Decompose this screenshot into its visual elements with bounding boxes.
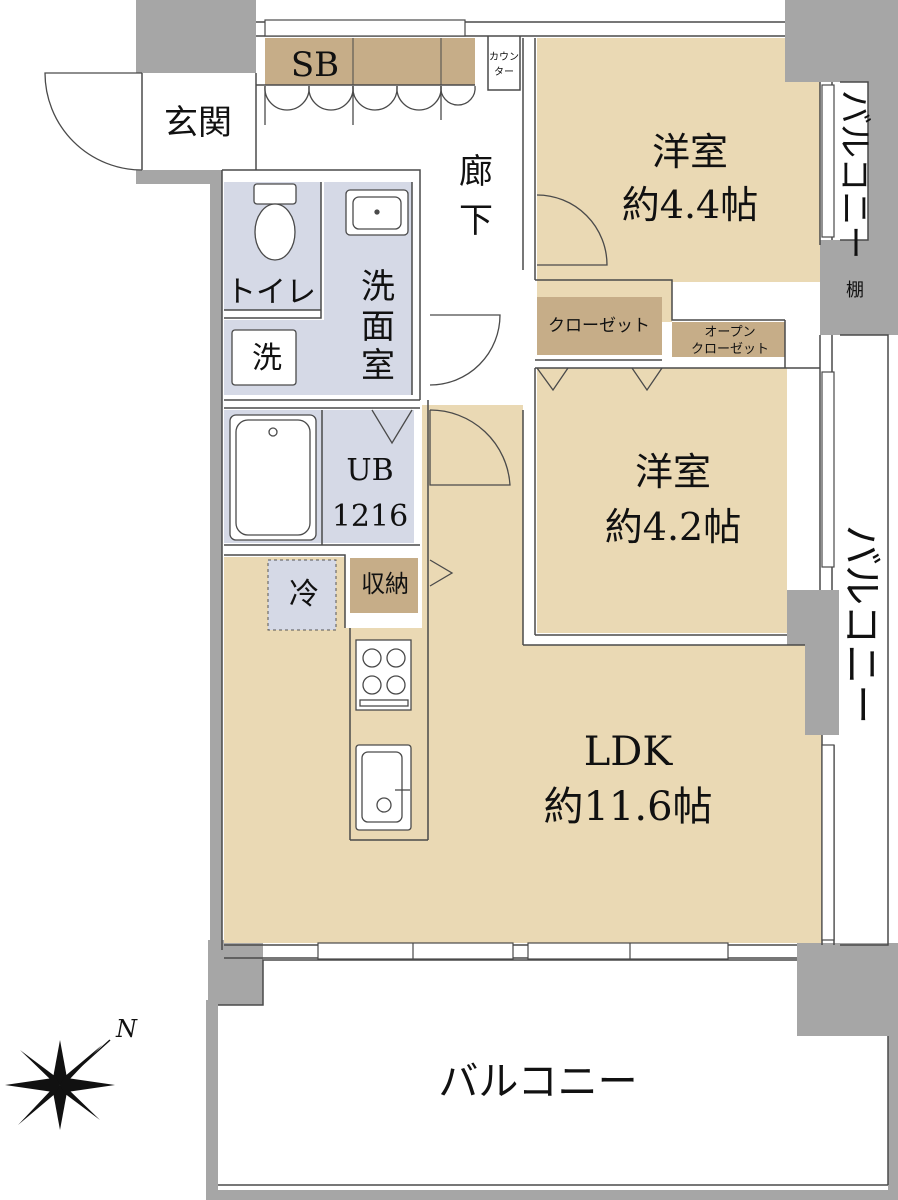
- fixtures: [229, 183, 412, 831]
- ub-door: [371, 409, 413, 445]
- toilet-tank: [253, 183, 297, 205]
- label-balcony-right: バルコニー: [838, 525, 884, 724]
- label-youshitsu1-name: 洋室: [652, 130, 728, 174]
- label-ub-1: UB: [346, 453, 393, 488]
- label-roka-1: 廊: [459, 152, 493, 192]
- label-senmen-3: 室: [361, 346, 395, 386]
- label-ldk-name: LDK: [584, 729, 674, 775]
- label-youshitsu2-name: 洋室: [635, 450, 711, 494]
- closet-door-a: [536, 367, 569, 392]
- label-counter-2: ター: [494, 66, 514, 78]
- fridge-fill: [267, 559, 337, 631]
- sb-door-3: [352, 85, 398, 111]
- pillar-bottom-right: [797, 943, 898, 1036]
- sb-fill: [265, 38, 475, 85]
- pillar-entrance: [136, 0, 256, 73]
- closet-fill: [537, 297, 662, 355]
- label-ldk-size: 約11.6帖: [543, 784, 712, 830]
- wall-bottom-balcony: [206, 1190, 898, 1200]
- label-open-closet-2: クローゼット: [691, 342, 769, 357]
- youshitsu1-fill: [537, 38, 820, 322]
- sb-door-5: [440, 85, 476, 106]
- label-counter-1: カウン: [489, 51, 519, 63]
- label-balcony-bottom: バルコニー: [438, 1059, 637, 1105]
- wall-left-balcony: [206, 1000, 218, 1195]
- label-senmen-2: 面: [361, 307, 395, 347]
- label-balcony-top: バルコニー: [834, 90, 874, 259]
- entrance-door: [44, 72, 143, 171]
- doors: [44, 72, 663, 587]
- label-toilet: トイレ: [226, 275, 316, 310]
- washer-pan: [231, 329, 297, 386]
- sb-door-4: [396, 85, 442, 111]
- open-closet-fill: [672, 322, 785, 357]
- ldk-door: [429, 409, 511, 486]
- sb-door-2: [308, 85, 354, 111]
- toilet-bowl: [254, 203, 296, 261]
- wall-right-balcony: [888, 1030, 898, 1195]
- shuno-door: [429, 559, 454, 587]
- sb-dividers: [352, 38, 442, 85]
- sb-door-1: [264, 85, 310, 111]
- pillar-top-right: [785, 0, 898, 82]
- windows: [264, 19, 835, 960]
- label-roka-2: 下: [459, 201, 493, 241]
- youshitsu2-fill: [537, 368, 787, 633]
- label-washer: 洗: [252, 341, 282, 376]
- compass-icon: N: [5, 1015, 138, 1130]
- label-genkan: 玄関: [164, 103, 232, 143]
- label-ub-2: 1216: [332, 499, 408, 534]
- wall-entrance-bottom: [136, 170, 222, 184]
- compass-n-label: N: [115, 1015, 138, 1043]
- wall-top-right-end: [868, 82, 898, 240]
- label-tana: 棚: [846, 280, 864, 301]
- label-shuno: 収納: [361, 570, 409, 598]
- wall-left-main: [210, 170, 222, 960]
- youshitsu1-door: [536, 194, 608, 266]
- label-open-closet-1: オープン: [704, 325, 755, 340]
- room-labels: 玄関 SB カウン ター 廊 下 洋室 約4.4帖 洋室 約4.2帖 トイレ 洗…: [164, 45, 884, 1105]
- senmen-door: [429, 314, 501, 386]
- label-senmen-1: 洗: [361, 267, 395, 307]
- label-sb: SB: [291, 45, 339, 85]
- pillar-mid-right: [820, 240, 898, 335]
- closet-door-b: [631, 367, 663, 392]
- label-fridge: 冷: [289, 577, 319, 612]
- shuno-fill: [350, 558, 418, 613]
- label-youshitsu1-size: 約4.4帖: [622, 183, 758, 227]
- label-youshitsu2-size: 約4.2帖: [605, 505, 741, 549]
- label-closet: クローゼット: [548, 316, 650, 336]
